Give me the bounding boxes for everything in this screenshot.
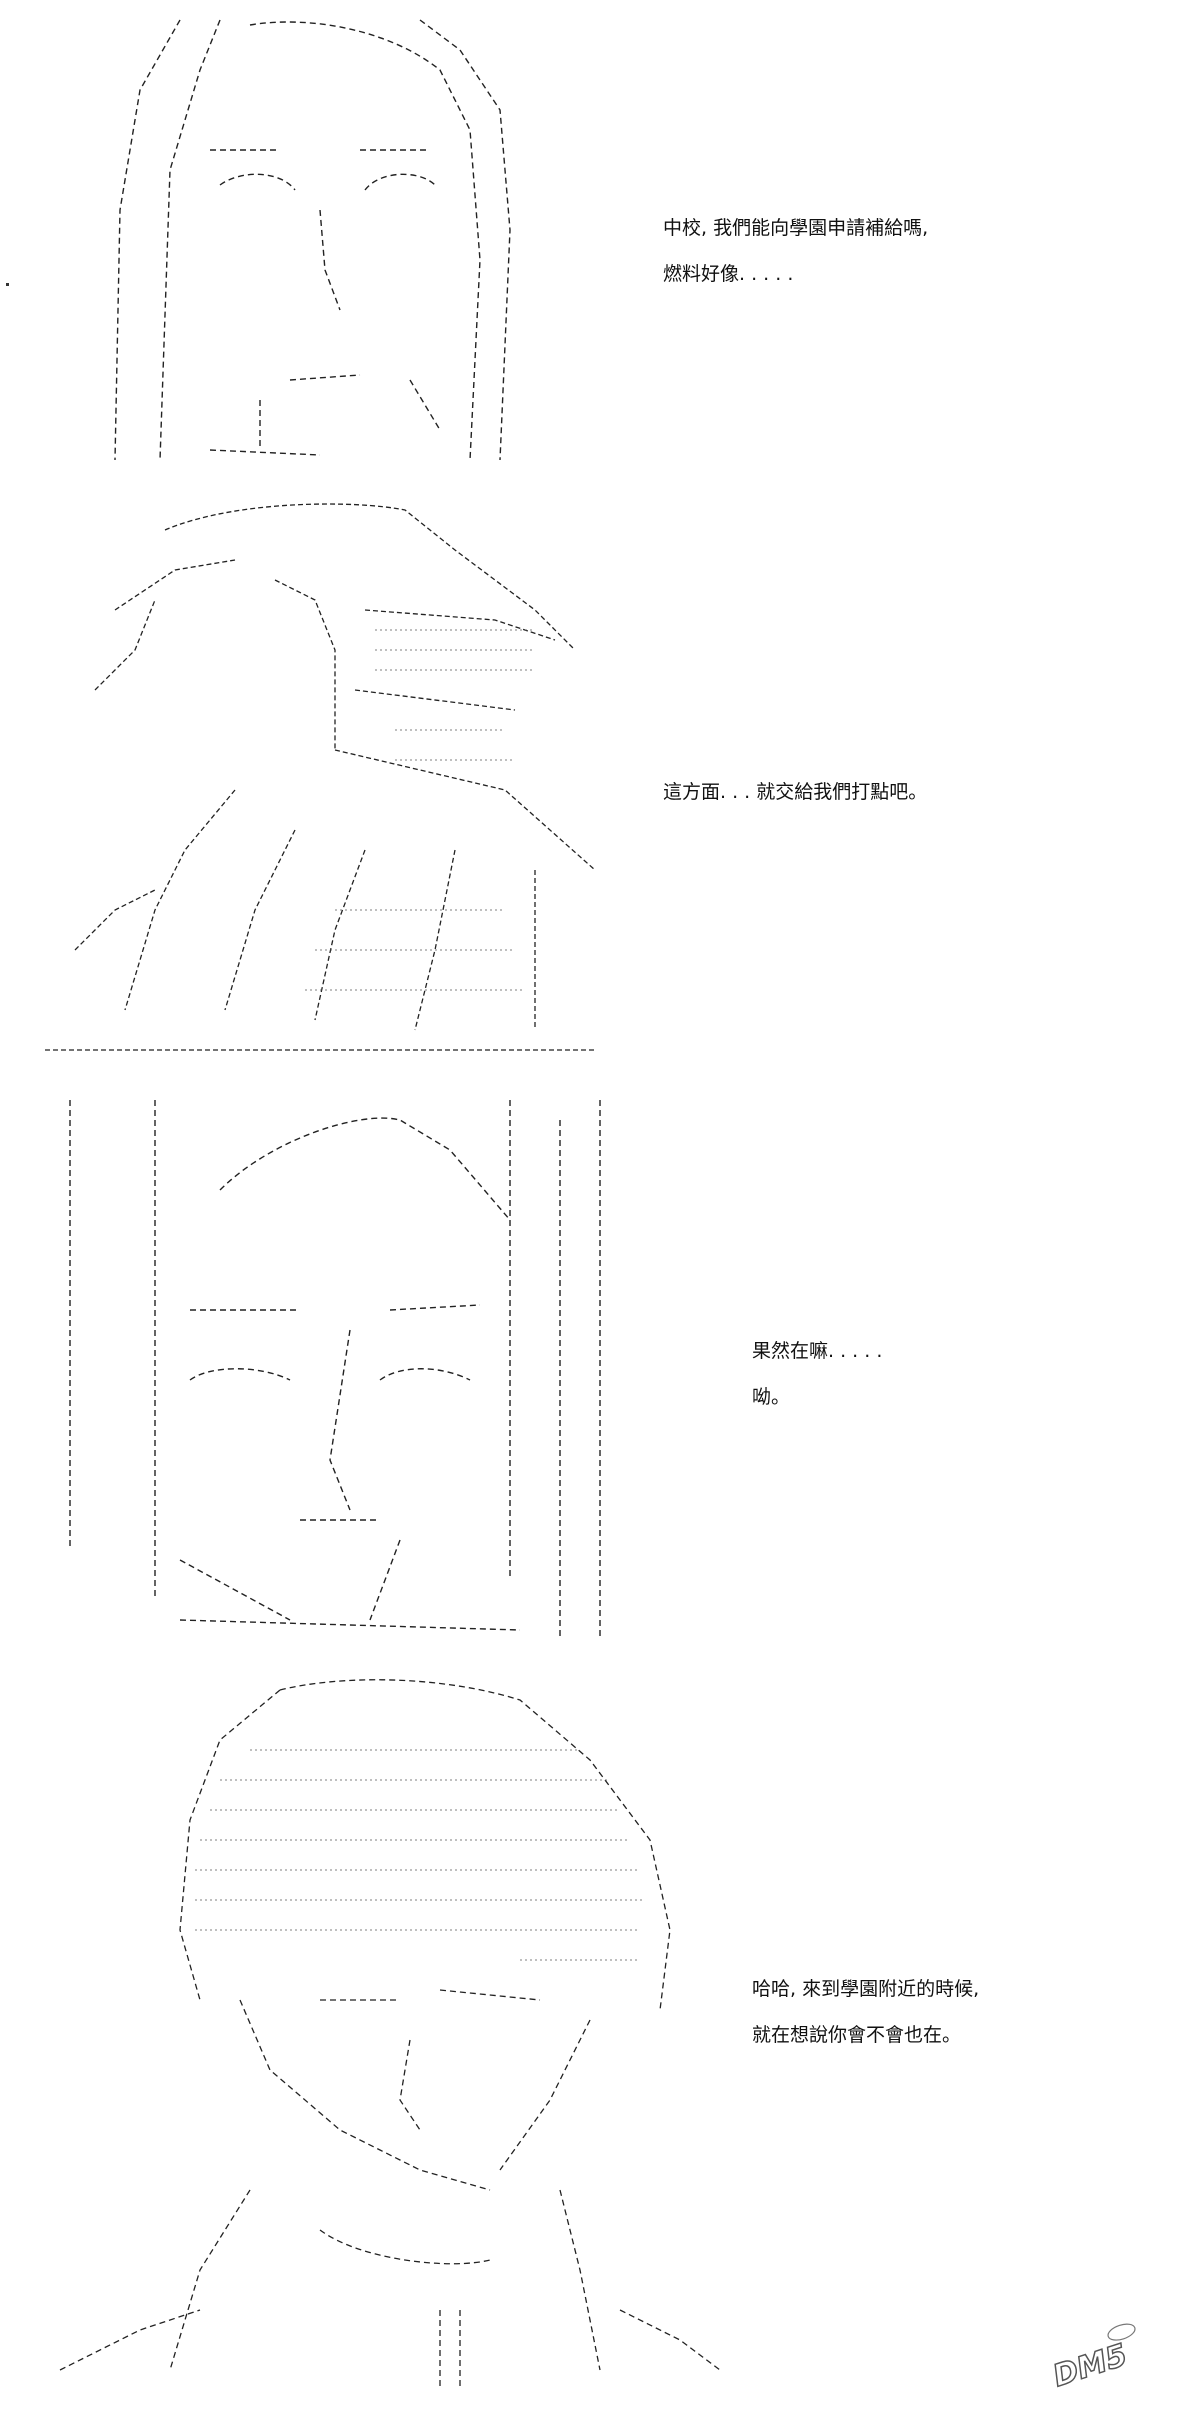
- dialogue-line: 就在想說你會不會也在。: [752, 2024, 962, 2046]
- panel-4: 哈哈, 來到學園附近的時候, 就在想說你會不會也在。: [0, 1670, 1200, 2409]
- dialogue-line: 呦。: [752, 1386, 791, 1408]
- dialogue-line: 這方面. . . 就交給我們打點吧。: [663, 781, 928, 803]
- dialogue-line: 哈哈, 來到學園附近的時候,: [752, 1978, 980, 2000]
- panel-2: 這方面. . . 就交給我們打點吧。: [0, 490, 1200, 1060]
- ascii-art-face-1: [60, 10, 530, 470]
- dialogue-panel-2: 這方面. . . 就交給我們打點吧。: [663, 769, 927, 815]
- dialogue-panel-1: 中校, 我們能向學園申請補給嗎, 燃料好像. . . . .: [663, 205, 928, 297]
- dialogue-panel-3: 果然在嘛. . . . . 呦。: [752, 1328, 882, 1420]
- dialogue-line: 果然在嘛. . . . .: [752, 1340, 883, 1362]
- ascii-art-figure-4: [20, 1670, 720, 2390]
- ascii-art-figure-2: [35, 490, 605, 1060]
- dialogue-line: 中校, 我們能向學園申請補給嗎,: [663, 217, 929, 239]
- dialogue-line: 燃料好像. . . . .: [663, 263, 794, 285]
- panel-1: 中校, 我們能向學園申請補給嗎, 燃料好像. . . . .: [0, 0, 1200, 470]
- dialogue-panel-4: 哈哈, 來到學園附近的時候, 就在想說你會不會也在。: [752, 1966, 979, 2058]
- panel-3: 果然在嘛. . . . . 呦。: [0, 1080, 1200, 1650]
- stray-mark: [6, 283, 9, 286]
- dm5-watermark-logo: DM5: [1028, 2321, 1178, 2395]
- ascii-art-face-3: [40, 1080, 640, 1650]
- watermark-text: DM5: [1049, 2338, 1132, 2391]
